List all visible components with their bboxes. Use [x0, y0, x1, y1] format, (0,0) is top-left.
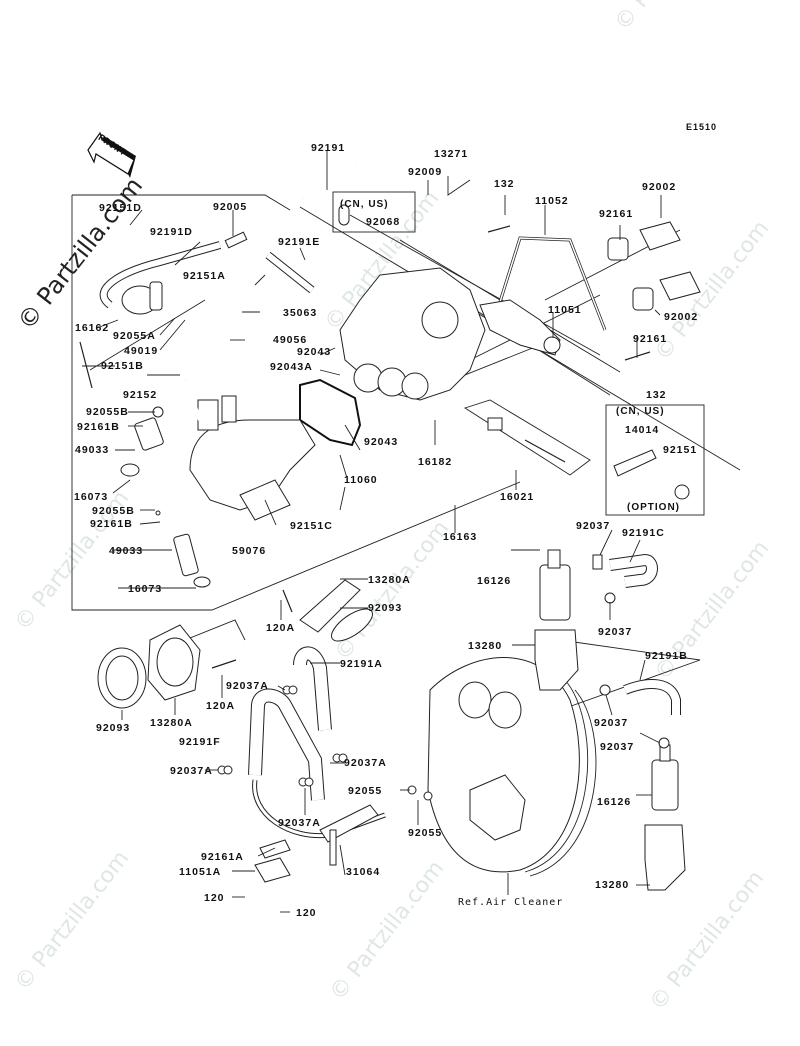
part-label: 92002 — [642, 181, 677, 193]
part-label: 59076 — [232, 545, 267, 557]
part-label: 92161B — [90, 518, 133, 530]
part-label: 92151D — [99, 202, 142, 214]
part-label: 92037 — [600, 741, 635, 753]
part-label: 92055 — [408, 827, 443, 839]
part-label: 16073 — [128, 583, 163, 595]
part-label: 92151A — [183, 270, 226, 282]
part-label: 11051A — [179, 866, 222, 878]
part-label: 92009 — [408, 166, 443, 178]
part-label: 92161A — [201, 851, 244, 863]
part-label: 92191C — [622, 527, 665, 539]
enclosure-line — [72, 194, 291, 211]
part-label: 16021 — [500, 491, 535, 503]
part-label: 92055A — [113, 330, 156, 342]
part-label: 92043A — [270, 361, 313, 373]
part-label: 92191F — [179, 736, 221, 748]
option-region-label: (CN, US) — [616, 406, 665, 417]
part-label: 92191A — [340, 658, 383, 670]
part-label: 13280A — [150, 717, 193, 729]
cn-us-box-top — [332, 191, 416, 233]
option-box — [605, 404, 705, 516]
part-label: 35063 — [283, 307, 318, 319]
cap-92068 — [338, 204, 350, 226]
part-label-14014: 14014 — [625, 424, 660, 436]
part-label: 92043 — [364, 436, 399, 448]
part-label: 16126 — [477, 575, 512, 587]
part-label: 16073 — [74, 491, 109, 503]
part-label: 13280 — [595, 879, 630, 891]
part-label: 92037A — [226, 680, 269, 692]
part-label: 13271 — [434, 148, 469, 160]
part-label: 92037A — [344, 757, 387, 769]
enclosure-line — [71, 195, 521, 611]
part-label: 92002 — [664, 311, 699, 323]
throttle-body — [339, 267, 486, 401]
part-label: 92161 — [599, 208, 634, 220]
part-label: 120A — [266, 622, 296, 634]
part-label: 13280A — [368, 574, 411, 586]
part-label: 49019 — [124, 345, 159, 357]
part-label: 132 — [494, 178, 515, 190]
part-label: 16126 — [597, 796, 632, 808]
gasket-11060 — [299, 378, 362, 447]
part-label: 11052 — [535, 195, 569, 207]
air-cleaner-housing — [427, 657, 597, 877]
part-label: 120 — [204, 892, 225, 904]
part-label: 92191E — [278, 236, 321, 248]
part-label: 92037 — [594, 717, 629, 729]
part-label: 92191 — [311, 142, 346, 154]
part-label: 16182 — [418, 456, 453, 468]
part-label: 92151B — [101, 360, 144, 372]
part-label: 92055 — [348, 785, 383, 797]
part-label: 16163 — [443, 531, 478, 543]
front-arrow-icon — [87, 131, 136, 178]
part-label-92068: 92068 — [366, 216, 401, 228]
part-label: 92152 — [123, 389, 158, 401]
part-label: 92005 — [213, 201, 248, 213]
part-label: 92151C — [290, 520, 333, 532]
part-label: 11051 — [548, 304, 582, 316]
part-label: 31064 — [346, 866, 381, 878]
part-label-92151: 92151 — [663, 444, 698, 456]
part-label: 92161B — [77, 421, 120, 433]
part-label: 13280 — [468, 640, 503, 652]
part-label: 120A — [206, 700, 236, 712]
part-label: 92037A — [278, 817, 321, 829]
diagram-code: E1510 — [686, 122, 718, 132]
part-label: 92161 — [633, 333, 668, 345]
part-label: 92037 — [598, 626, 633, 638]
part-label: 132 — [646, 389, 667, 401]
part-label: 92043 — [297, 346, 332, 358]
intake-manifold — [189, 395, 316, 521]
part-label: 120 — [296, 907, 317, 919]
part-label: 92191D — [150, 226, 193, 238]
option-note: (OPTION) — [627, 502, 680, 513]
part-label: 49033 — [109, 545, 144, 557]
part-label: 11060 — [344, 474, 378, 486]
ref-air-cleaner-label: Ref.Air Cleaner — [458, 897, 564, 908]
part-label: 92055B — [86, 406, 129, 418]
cn-us-region-label: (CN, US) — [340, 199, 389, 210]
part-label: 92191B — [645, 650, 688, 662]
part-label: 49056 — [273, 334, 308, 346]
part-label: 92093 — [368, 602, 403, 614]
part-label: 92093 — [96, 722, 131, 734]
part-label: 92037 — [576, 520, 611, 532]
part-label: 92037A — [170, 765, 213, 777]
part-label: 16162 — [75, 322, 110, 334]
part-label: 92055B — [92, 505, 135, 517]
part-label: 49033 — [75, 444, 110, 456]
